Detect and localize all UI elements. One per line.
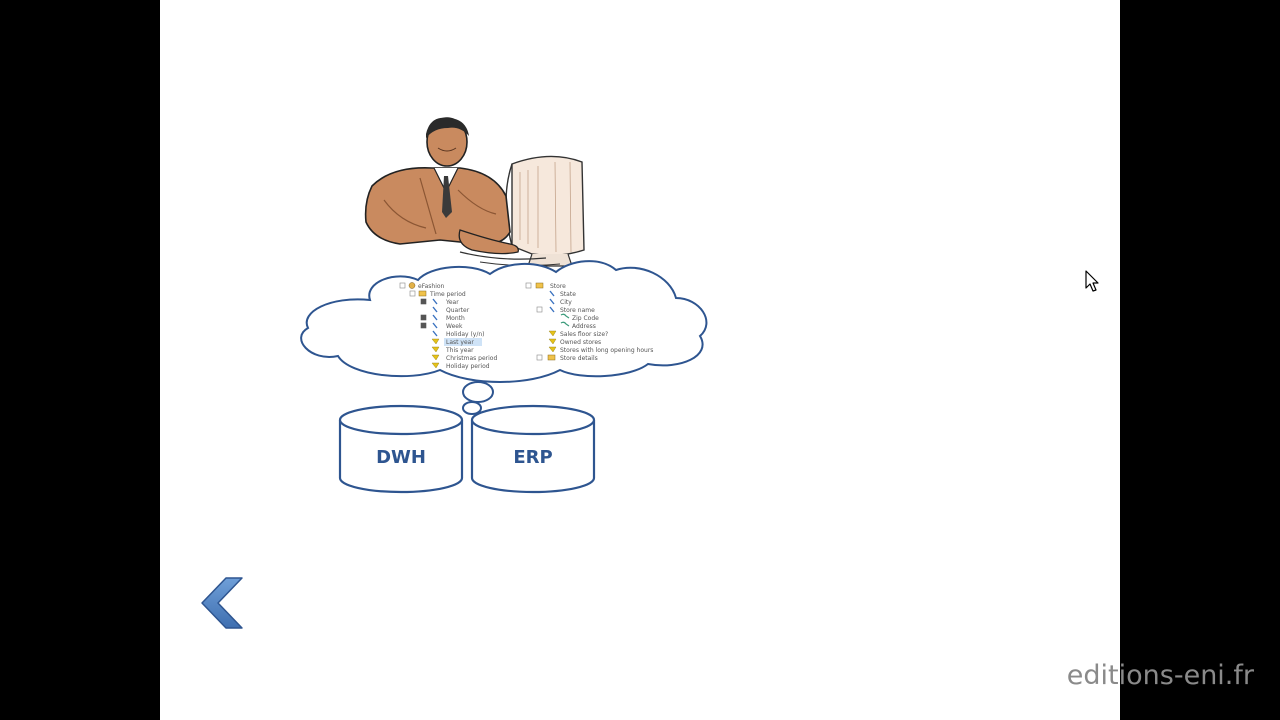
tree-row[interactable]: Quarter (432, 306, 470, 314)
tree-label: Store details (560, 355, 598, 362)
tree-label: Address (572, 323, 596, 330)
universe-tree-left: eFashion Time period Year Quarter (399, 282, 497, 370)
tree-label: Store (550, 283, 566, 290)
tree-row[interactable]: Week (420, 322, 463, 330)
dimension-icon (432, 314, 438, 321)
database-label-erp: ERP (513, 447, 552, 468)
tree-label: Year (445, 299, 459, 306)
tree-label: Week (446, 323, 463, 330)
folder-icon (535, 282, 544, 289)
thought-cloud (300, 260, 708, 415)
tree-row[interactable]: Holiday period (431, 362, 490, 370)
filter-icon (431, 354, 440, 361)
tree-label: State (560, 291, 576, 298)
tree-row[interactable]: State (549, 290, 576, 298)
database-dwh-icon: DWH (338, 404, 464, 494)
mouse-cursor-icon (1085, 270, 1099, 292)
person-at-computer-icon (364, 117, 585, 267)
tree-row[interactable]: Christmas period (431, 354, 497, 362)
tree-label: City (560, 299, 572, 306)
dimension-icon (432, 306, 438, 313)
folder-icon (547, 354, 556, 361)
tree-row[interactable]: Store details (536, 354, 598, 362)
filter-icon (548, 338, 557, 345)
tree-row[interactable]: Month (420, 314, 465, 322)
tree-row[interactable]: Stores with long opening hours (548, 346, 653, 354)
tree-row[interactable]: Store (525, 282, 566, 290)
universe-tree-right: Store State City Store name Zip Code (525, 282, 653, 362)
tree-row[interactable]: Time period (409, 290, 466, 298)
tree-label: Quarter (446, 307, 470, 314)
tree-row[interactable]: City (549, 298, 572, 306)
dimension-icon (549, 290, 555, 297)
tree-row[interactable]: Holiday (y/n) (432, 330, 485, 338)
watermark-text: editions-eni.fr (1066, 660, 1254, 691)
tree-label: Zip Code (572, 315, 599, 322)
tree-label: Holiday (y/n) (446, 331, 485, 338)
detail-icon (560, 313, 570, 319)
dimension-icon (549, 306, 555, 313)
tree-label: This year (445, 347, 474, 354)
tree-label: Store name (560, 307, 595, 314)
tree-label: Christmas period (446, 355, 497, 362)
chevron-left-icon (201, 577, 243, 629)
filter-icon (548, 346, 557, 353)
tree-row[interactable]: Zip Code (560, 313, 599, 322)
tree-label: eFashion (418, 283, 445, 290)
tree-row[interactable]: Owned stores (548, 338, 601, 346)
tree-row[interactable]: Sales floor size? (548, 330, 608, 338)
tree-label: Month (446, 315, 465, 322)
slide-illustration: eFashion Time period Year Quarter (300, 117, 708, 494)
filter-icon (431, 338, 440, 345)
tree-row[interactable]: eFashion (399, 282, 445, 291)
tree-label: Stores with long opening hours (560, 347, 653, 354)
filter-icon (431, 362, 440, 369)
tree-row-selected[interactable]: Last year (431, 338, 482, 346)
dimension-icon (432, 298, 438, 305)
tree-row[interactable]: This year (431, 346, 474, 354)
filter-icon (548, 330, 557, 337)
tree-label: Last year (446, 339, 474, 346)
tree-row[interactable]: Address (560, 321, 596, 330)
tree-label: Owned stores (560, 339, 601, 346)
dimension-icon (549, 298, 555, 305)
filter-icon (431, 346, 440, 353)
tree-label: Sales floor size? (560, 331, 608, 338)
tree-row[interactable]: Year (420, 298, 459, 306)
back-button[interactable] (200, 576, 246, 630)
dimension-icon (432, 330, 438, 337)
database-erp-icon: ERP (470, 404, 596, 494)
folder-icon (418, 290, 427, 297)
database-label-dwh: DWH (376, 447, 426, 468)
dimension-icon (432, 322, 438, 329)
tree-label: Time period (429, 291, 466, 298)
detail-icon (560, 321, 570, 327)
tree-label: Holiday period (446, 363, 490, 370)
tree-row[interactable]: Store name (536, 306, 595, 314)
slide-canvas: eFashion Time period Year Quarter (160, 0, 1120, 720)
universe-icon (408, 282, 416, 289)
